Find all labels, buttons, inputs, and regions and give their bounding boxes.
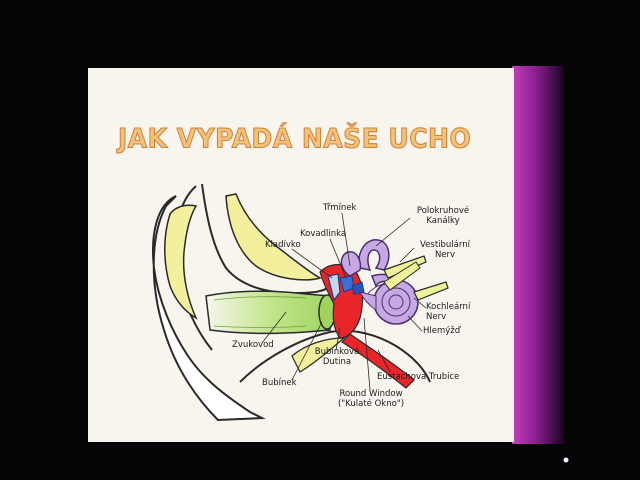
bone-region-yellow-lower — [291, 337, 346, 373]
label-vestibular-nerve: Vestibulární Nerv — [420, 240, 470, 260]
label-malleus: Kladívko — [265, 240, 301, 250]
nerve-bundle — [383, 261, 421, 291]
label-cochlear-nerve: Kochleární Nerv — [426, 302, 471, 322]
projection-screen — [88, 68, 514, 442]
label-semicircular-canals: Polokruhové Kanálky — [416, 206, 470, 226]
label-eustachian-tube: Eustachova Trubice — [377, 372, 460, 382]
ear-cartilage — [164, 204, 198, 320]
pointer-lines — [261, 212, 427, 391]
label-stapes: Třmínek — [323, 203, 357, 213]
purple-side-glow — [512, 66, 564, 444]
cochlea — [359, 279, 419, 325]
cochlear-nerve — [413, 281, 449, 301]
label-cochlea: Hlemýžď — [423, 326, 461, 336]
outer-ear-shape — [152, 195, 266, 422]
label-round-window: Round Window ("Kulaté Okno") — [337, 389, 405, 409]
label-eardrum: Bubínek — [262, 378, 297, 388]
ossicle-malleus — [327, 273, 341, 302]
bone-region-yellow — [225, 193, 322, 281]
vestibular-nerve — [383, 255, 427, 279]
label-incus: Kovadlinka — [300, 229, 347, 239]
ossicle-stapes — [351, 281, 365, 295]
label-ear-canal: Zvukovod — [232, 340, 274, 350]
eustachian-tube — [341, 333, 415, 389]
label-tympanic-cavity: Bubínková Dutina — [314, 347, 360, 367]
power-led — [563, 457, 569, 463]
ear-canal-wall — [213, 296, 307, 328]
slide-title: JAK VYPADÁ NAŠE UCHO — [117, 123, 472, 155]
